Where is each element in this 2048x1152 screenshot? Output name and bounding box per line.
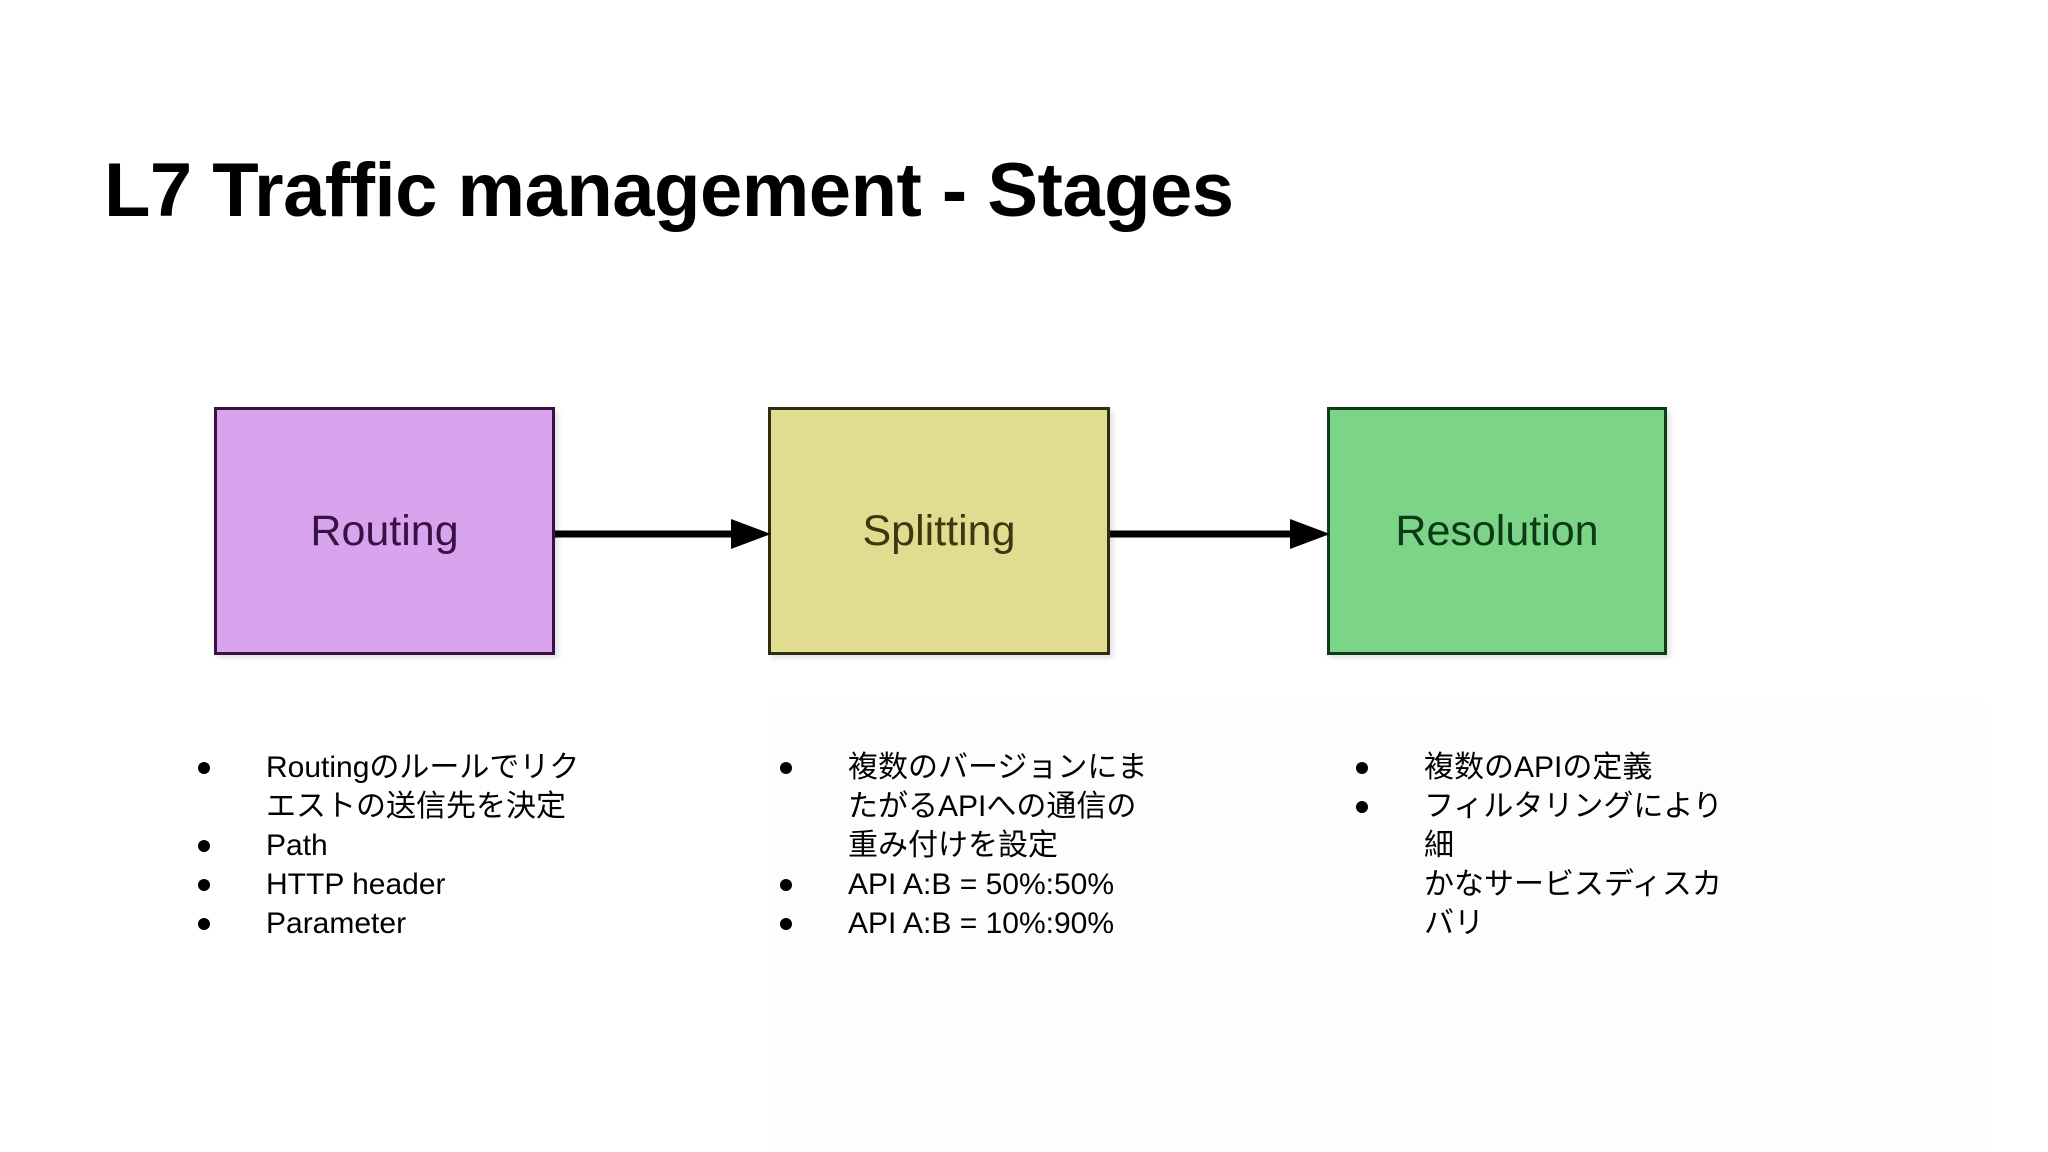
- page-title: L7 Traffic management - Stages: [104, 147, 1234, 233]
- bullet-dot-icon: [198, 762, 210, 774]
- list-item-label: フィルタリングにより細 かなサービスディスカ バリ: [1424, 790, 1723, 940]
- list-item-label: Parameter: [266, 907, 407, 940]
- list-item: Path: [190, 826, 590, 865]
- list-item-label: API A:B = 10%:90%: [848, 907, 1115, 940]
- bullet-column-resolution: 複数のAPIの定義 フィルタリングにより細 かなサービスディスカ バリ: [1348, 748, 1748, 943]
- bullet-dot-icon: [1356, 762, 1368, 774]
- list-item-label: HTTP header: [266, 868, 446, 901]
- list-item-label: Routingのルールでリク エストの送信先を決定: [266, 751, 580, 823]
- list-item: フィルタリングにより細 かなサービスディスカ バリ: [1348, 787, 1748, 943]
- bullet-dot-icon: [780, 918, 792, 930]
- list-item: API A:B = 10%:90%: [772, 904, 1172, 943]
- arrow-routing-to-splitting: [555, 519, 771, 549]
- bullet-column-routing: Routingのルールでリク エストの送信先を決定 Path HTTP head…: [190, 748, 590, 943]
- list-item: Parameter: [190, 904, 590, 943]
- bullet-dot-icon: [780, 879, 792, 891]
- bullet-dot-icon: [198, 879, 210, 891]
- bullet-dot-icon: [780, 762, 792, 774]
- bullet-dot-icon: [198, 840, 210, 852]
- list-item: 複数のバージョンにま たがるAPIへの通信の 重み付けを設定: [772, 748, 1172, 865]
- list-item: API A:B = 50%:50%: [772, 865, 1172, 904]
- stage-box-splitting[interactable]: Splitting: [768, 407, 1110, 655]
- stage-box-routing[interactable]: Routing: [214, 407, 555, 655]
- list-item-label: Path: [266, 829, 328, 862]
- list-item-label: 複数のAPIの定義: [1424, 751, 1653, 784]
- bullet-dot-icon: [1356, 801, 1368, 813]
- list-item-label: 複数のバージョンにま たがるAPIへの通信の 重み付けを設定: [848, 751, 1148, 862]
- stage-label-resolution: Resolution: [1395, 506, 1599, 555]
- bullet-dot-icon: [198, 918, 210, 930]
- list-item-label: API A:B = 50%:50%: [848, 868, 1115, 901]
- list-item: HTTP header: [190, 865, 590, 904]
- stage-box-resolution[interactable]: Resolution: [1327, 407, 1667, 655]
- bullet-column-splitting: 複数のバージョンにま たがるAPIへの通信の 重み付けを設定 API A:B =…: [772, 748, 1172, 943]
- stage-label-routing: Routing: [310, 506, 459, 555]
- stage-label-splitting: Splitting: [862, 506, 1016, 555]
- list-item: Routingのルールでリク エストの送信先を決定: [190, 748, 590, 826]
- arrow-splitting-to-resolution: [1110, 519, 1330, 549]
- list-item: 複数のAPIの定義: [1348, 748, 1748, 787]
